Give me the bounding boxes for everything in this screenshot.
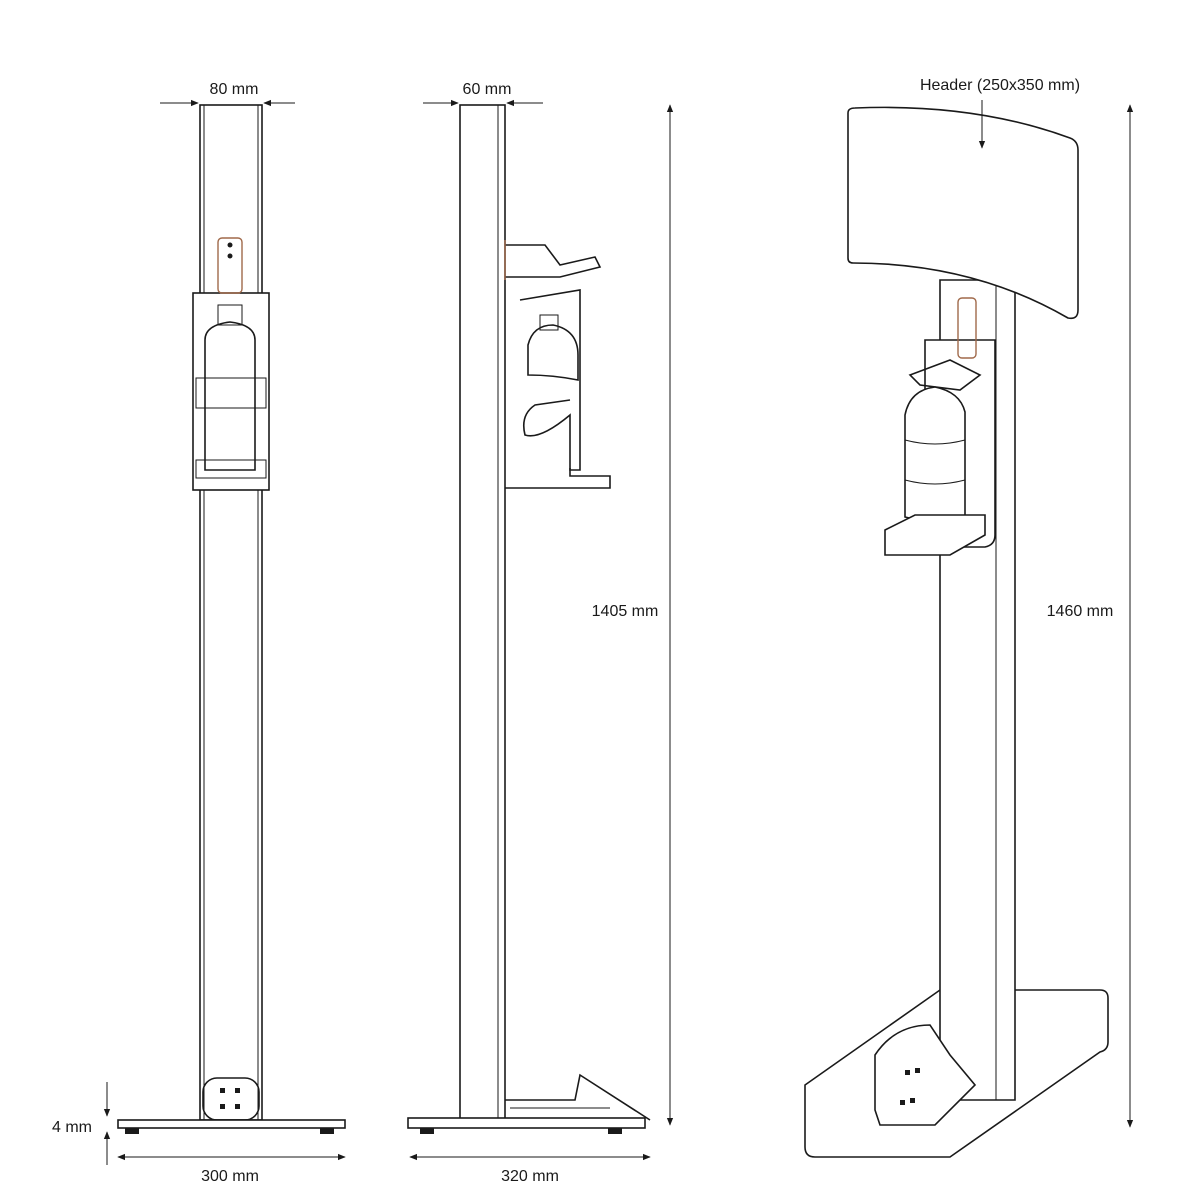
side-view: 60 mm 1405 mm 320 mm: [407, 81, 674, 1185]
front-base-thickness-label: 4 mm: [52, 1119, 92, 1136]
front-base-width-label: 300 mm: [201, 1168, 259, 1185]
front-base-plate: [117, 1119, 346, 1129]
perspective-header-label: Header (250x350 mm): [920, 77, 1080, 94]
perspective-header-panel: [847, 106, 1079, 320]
side-foot-pedal: [505, 1073, 651, 1121]
perspective-bottle: [904, 386, 966, 522]
front-bottle: [204, 321, 256, 471]
side-depth-label: 60 mm: [463, 81, 512, 98]
front-view: 80 mm 4 mm 300 mm: [52, 81, 346, 1185]
side-bottle: [527, 324, 579, 381]
perspective-view: Header (250x350 mm) 1460 mm: [804, 77, 1134, 1158]
side-lever: [505, 244, 602, 278]
front-lever-bracket: [217, 237, 243, 294]
side-height-label: 1405 mm: [592, 603, 659, 620]
perspective-height-label: 1460 mm: [1047, 603, 1114, 620]
front-foot-pedal: [202, 1077, 260, 1121]
side-base-plate: [407, 1117, 646, 1129]
front-width-label: 80 mm: [210, 81, 259, 98]
side-base-depth-label: 320 mm: [501, 1168, 559, 1185]
